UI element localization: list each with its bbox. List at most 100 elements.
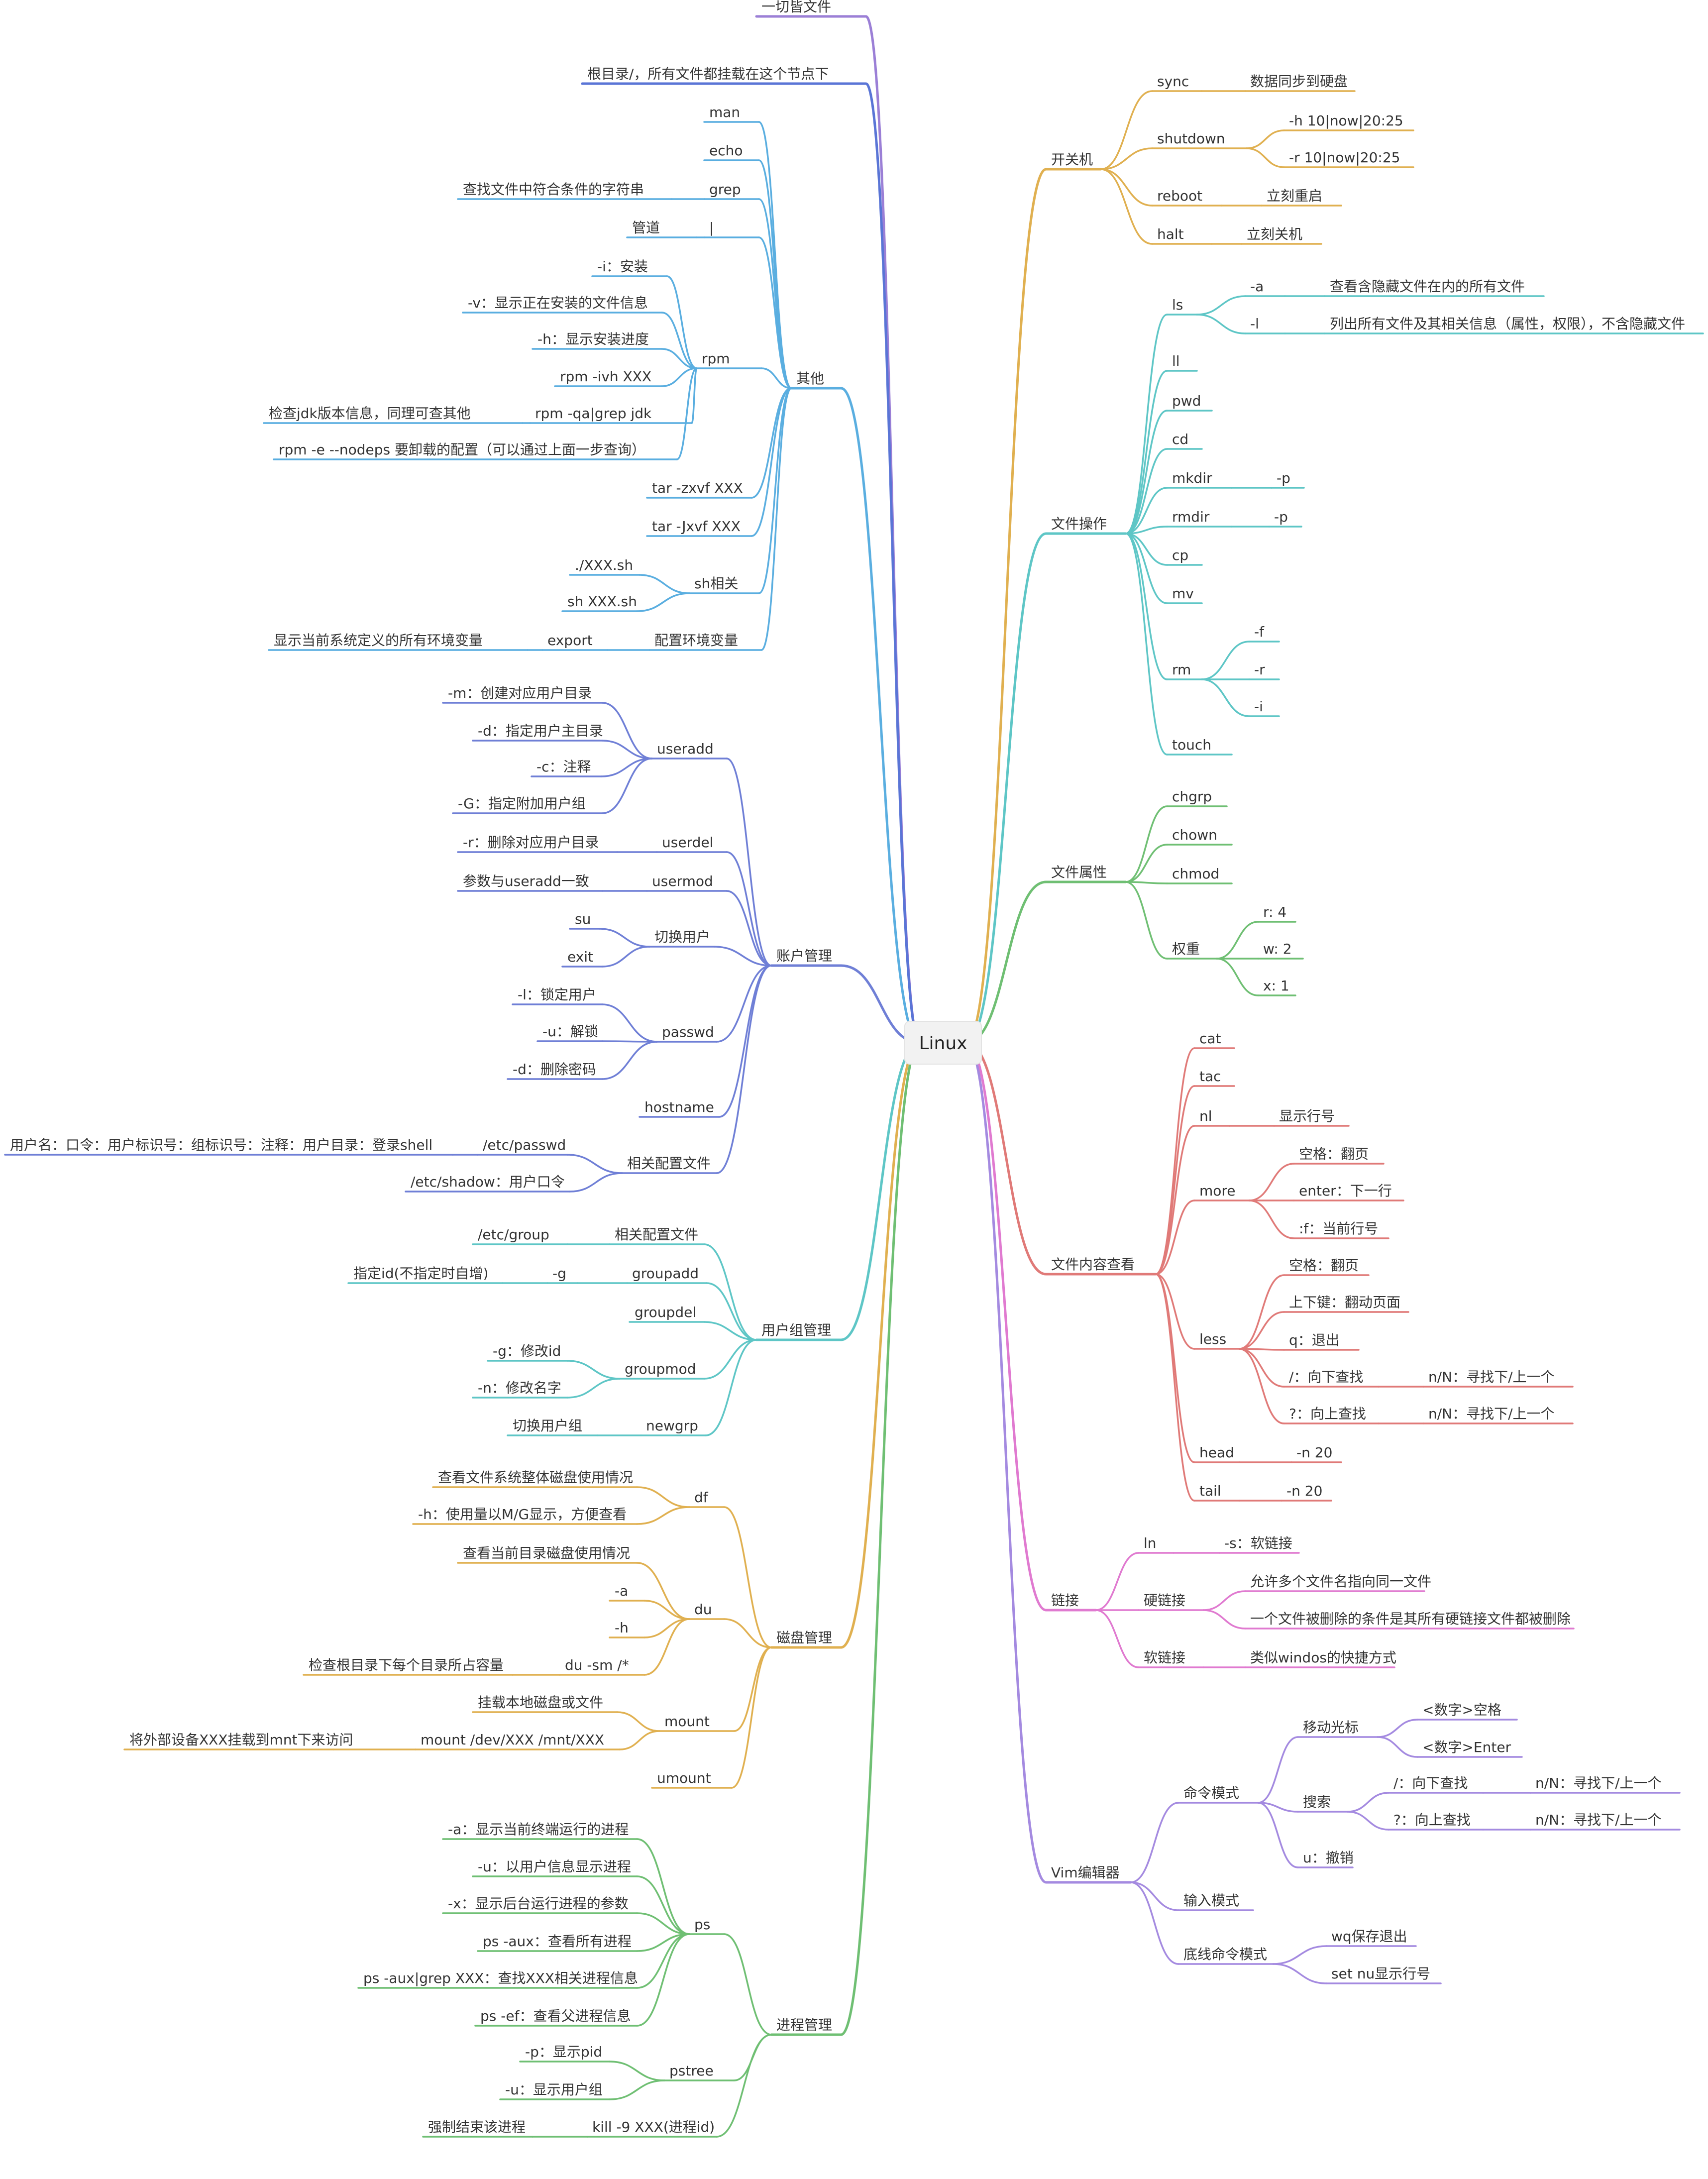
mindmap-edge [1155,1199,1195,1275]
mindmap-edge [599,928,650,948]
node-label: ps -aux|grep XXX：查找XXX相关进程信息 [363,1970,638,1986]
mindmap-edge [1100,168,1153,207]
mindmap-edge [1125,533,1168,566]
node-label: 文件属性 [1051,864,1107,880]
mindmap-edge [1125,526,1168,535]
node-label: -r [1254,661,1265,678]
mindmap-edge [609,2079,665,2100]
node-label: more [1199,1183,1236,1199]
node-label: 检查根目录下每个目录所占容量 [309,1657,504,1673]
node-label: hostname [644,1099,714,1115]
mindmap-edge [1257,1802,1299,1868]
mindmap-edge [636,1933,690,1989]
node-label: rpm [702,350,730,367]
node-label: 软链接 [1144,1649,1185,1666]
node-label: n/N：寻找下/上一个 [1428,1406,1555,1422]
mindmap-edge [723,1933,772,2036]
node-label: -g：修改id [493,1343,561,1359]
mindmap-edge [600,758,653,777]
mindmap-edge [1100,168,1153,245]
node-label: 移动光标 [1303,1719,1359,1736]
node-label: 权重 [1172,941,1200,957]
mindmap-edge [1248,1163,1295,1201]
mindmap-edge [566,1154,623,1174]
mindmap-edge [601,1040,658,1043]
node-label: cat [1199,1030,1221,1047]
mindmap-edge [1246,129,1285,149]
mindmap-edge [1201,641,1250,680]
mindmap-edge [1130,1881,1179,1965]
node-label: nl [1199,1108,1212,1124]
node-label: ./XXX.sh [575,557,633,573]
mindmap-edge [636,1933,690,1952]
node-label: head [1199,1444,1234,1461]
mindmap-edge [716,965,772,1174]
node-label: /etc/passwd [483,1137,566,1153]
node-label: -G：指定附加用户组 [458,795,586,812]
node-label: 强制结束该进程 [428,2119,526,2135]
mindmap-edge [1155,1273,1195,1463]
node-label: -d：删除密码 [513,1061,596,1078]
node-label: 用户名：口令：用户标识号：组标识号：注释：用户目录：登录shell [10,1137,432,1153]
node-label: -x：显示后台运行进程的参数 [448,1895,629,1912]
node-label: 查找文件中符合条件的字符串 [463,181,644,198]
mindmap-edge [636,1912,690,1935]
node-label: 配置环境变量 [654,632,738,649]
node-label: -v：显示正在安装的文件信息 [468,295,648,311]
node-label: :f：当前行号 [1299,1220,1378,1237]
node-label: 查看含隐藏文件在内的所有文件 [1330,278,1525,295]
mindmap-edge [758,236,792,389]
node-label: /：向下查找 [1393,1775,1468,1791]
mindmap-edge [1272,1963,1327,1984]
node-label: 空格：翻页 [1299,1146,1369,1162]
mindmap-edge [718,965,772,1118]
root-node[interactable]: Linux [904,1021,982,1065]
node-label: <数字>Enter [1422,1739,1511,1755]
node-label: rpm -ivh XXX [560,368,651,385]
node-label: 用户组管理 [761,1322,831,1338]
node-label: /etc/group [478,1226,549,1243]
node-label: -u：显示用户组 [505,2081,603,2098]
root-label: Linux [919,1033,967,1054]
node-label: man [709,104,740,120]
node-label: passwd [662,1024,714,1040]
mindmap-edge [1377,1736,1418,1758]
node-label: ps -aux：查看所有进程 [483,1933,632,1950]
mindmap-edge [1100,147,1153,170]
mindmap-edge [703,1339,757,1380]
node-label: mv [1172,585,1194,602]
mindmap-edge [1125,805,1168,883]
mindmap-edge [569,1172,623,1193]
mindmap-edge [643,1600,690,1620]
node-label: 类似windos的快捷方式 [1250,1649,1396,1666]
node-label: 立刻重启 [1267,188,1322,204]
node-label: chown [1172,827,1217,843]
node-label: x: 1 [1263,978,1289,994]
node-label: pstree [669,2063,714,2079]
node-label: -d：指定用户主目录 [478,723,603,739]
node-label: -i：安装 [597,258,648,275]
mindmap-edge [1125,487,1168,535]
node-label: mkdir [1172,470,1212,486]
mindmap-edge [758,121,792,389]
node-label: umount [657,1770,711,1786]
mindmap-edge [1155,1125,1195,1275]
node-label: userdel [662,834,713,851]
node-label: sh相关 [694,575,738,592]
mindmap-edge [1196,295,1246,316]
node-label: w: 2 [1263,941,1292,957]
mindmap-edge [1125,881,1168,884]
node-label: 搜索 [1303,1794,1331,1810]
mindmap-edge [965,1041,1048,1884]
node-label: 查看当前目录磁盘使用情况 [463,1545,630,1561]
node-label: 输入模式 [1183,1892,1239,1909]
mindmap-edge [1347,1811,1389,1831]
mindmap-edge [636,1838,690,1935]
node-label: 账户管理 [776,948,832,964]
mindmap-edge [691,367,698,424]
node-label: 其他 [796,370,824,387]
node-label: 立刻关机 [1247,226,1302,242]
node-label: 显示当前系统定义的所有环境变量 [274,632,483,649]
mindmap-edge [1238,1348,1285,1351]
